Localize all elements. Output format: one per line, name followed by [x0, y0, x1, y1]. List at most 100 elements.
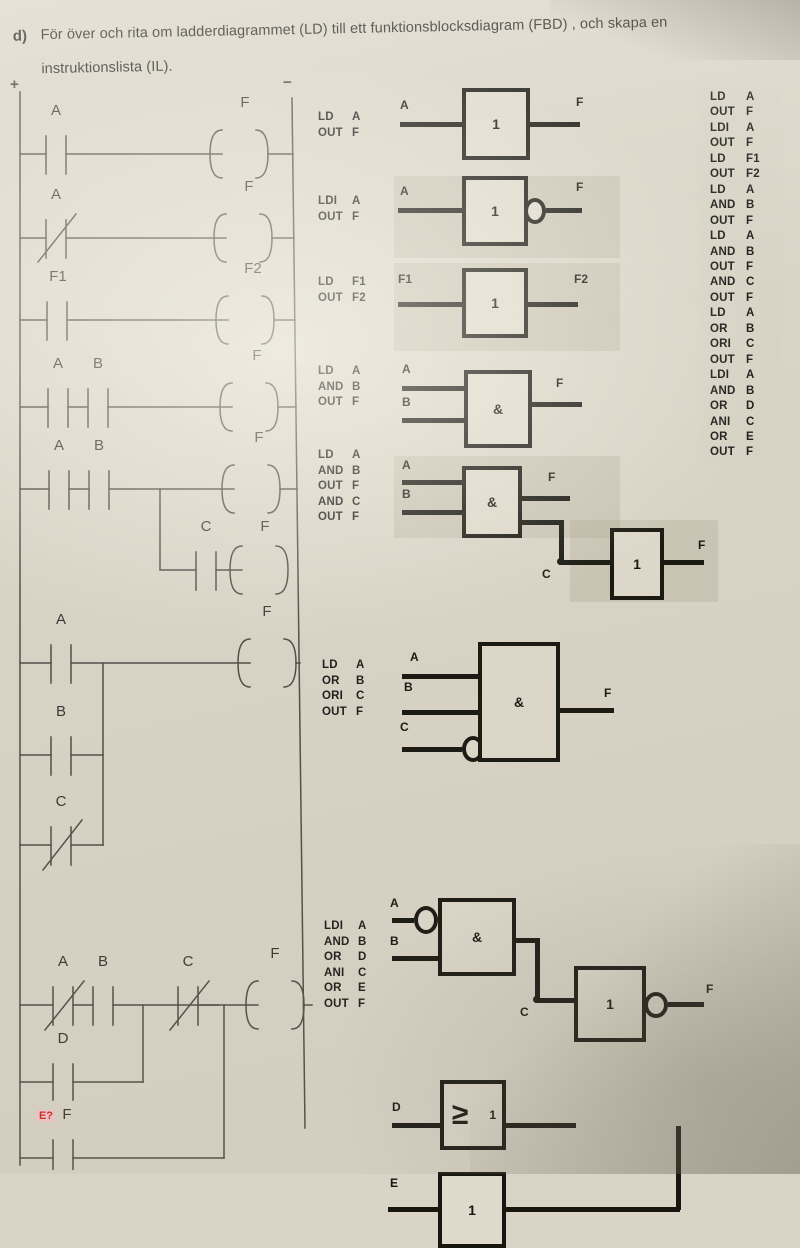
il-op: OUT	[318, 511, 343, 523]
fbd-g8-input1-label: A	[390, 896, 399, 910]
il-arg: B	[746, 384, 755, 397]
label-rung6-A: A	[55, 611, 67, 628]
il-arg: F	[358, 997, 366, 1010]
il-op: AND	[710, 199, 736, 212]
il-arg: F1	[746, 152, 760, 165]
il-arg: F	[746, 137, 754, 150]
fbd-g8-input1-wire	[392, 918, 414, 923]
il-arg: C	[746, 276, 755, 289]
rung-6-contact-A	[50, 644, 72, 684]
right-power-rail	[291, 97, 306, 1129]
label-rung1-F: F	[240, 94, 250, 111]
label-rung5-A: A	[53, 437, 65, 454]
fbd-g3-input-label: F1	[398, 272, 413, 286]
il-op: OUT	[324, 997, 349, 1010]
rung-5-contact-B	[88, 470, 110, 510]
fbd-g2-input-label: A	[400, 184, 409, 198]
fbd-g10-output-wire-h	[506, 1207, 680, 1212]
fbd-g6-input-wire	[559, 560, 612, 565]
il-arg: A	[358, 920, 367, 932]
il-arg: F	[352, 210, 360, 223]
label-rung7-D: D	[57, 1030, 69, 1047]
label-rung4-F: F	[252, 347, 262, 364]
label-rung6-F: F	[262, 603, 272, 620]
il-arg: A	[352, 111, 361, 123]
label-rung7-C: C	[182, 953, 194, 970]
fbd-g3-block: 1	[462, 268, 528, 338]
il-arg: F1	[352, 276, 366, 288]
fbd-g6-block: 1	[610, 528, 664, 600]
fbd-g5-branch-wire-h	[522, 520, 564, 525]
fbd-g7-input3-wire	[402, 747, 462, 752]
il-arg: E	[358, 982, 366, 994]
il-arg: C	[746, 415, 755, 428]
ladder-schematic	[19, 91, 313, 1170]
il-arg: F	[356, 705, 364, 718]
rung-6-contact-B	[50, 736, 72, 776]
il-op: AND	[324, 935, 350, 948]
il-op: LD	[318, 449, 334, 461]
fbd-g11-output-invert-bubble	[644, 992, 668, 1018]
il-arg: E	[746, 430, 754, 443]
il-op: LD	[318, 276, 334, 288]
il-arg: F	[746, 106, 754, 119]
rung-5-contact-C	[195, 551, 217, 591]
il-arg: A	[352, 195, 361, 207]
il-op: ORI	[710, 338, 732, 351]
il-arg: F	[746, 353, 754, 366]
il-op: OUT	[318, 396, 343, 408]
fbd-g10-input-label: E	[390, 1176, 399, 1190]
rung-5-contact-A	[48, 470, 70, 510]
il-op: OUT	[318, 291, 343, 304]
rung-4-contact-A	[47, 388, 69, 428]
il-op: OUT	[710, 446, 735, 459]
il-arg: A	[746, 307, 755, 320]
rung-7-contact-F	[52, 1139, 74, 1170]
il-op: LD	[710, 230, 726, 243]
il-op: AND	[318, 464, 344, 477]
il-op: OUT	[318, 126, 343, 139]
label-rung5-F-branch: F	[260, 518, 270, 535]
fbd-g3-output-wire	[528, 302, 578, 307]
label-rung1-A: A	[50, 102, 62, 119]
il-op: OR	[710, 400, 728, 413]
il-arg: A	[746, 369, 755, 382]
fbd-g4-input2-wire	[402, 418, 464, 423]
fbd-g4-input2-label: B	[402, 395, 411, 409]
fbd-g5-input2-wire	[402, 510, 462, 515]
il-op: LDI	[318, 195, 338, 207]
fbd-g7-input2-label: B	[404, 680, 413, 694]
il-arg: D	[746, 400, 755, 413]
label-rung2-A: A	[50, 186, 62, 203]
il-panel-row: OR D	[698, 399, 782, 414]
il-op: ORI	[322, 690, 344, 702]
fbd-g5-and-block: &	[462, 466, 522, 538]
fbd-g6-output-label: F	[698, 538, 706, 552]
il-arg: C	[356, 690, 365, 702]
il-arg: B	[746, 245, 755, 258]
fbd-g6-output-wire	[664, 560, 704, 565]
il-op: OUT	[710, 260, 735, 273]
rung-7-contact-D	[52, 1063, 74, 1101]
fbd-g2-output-wire	[546, 208, 582, 213]
il-op: OUT	[710, 353, 735, 366]
fbd-g11-input-label: C	[520, 1005, 529, 1019]
il-arg: F	[352, 396, 360, 408]
